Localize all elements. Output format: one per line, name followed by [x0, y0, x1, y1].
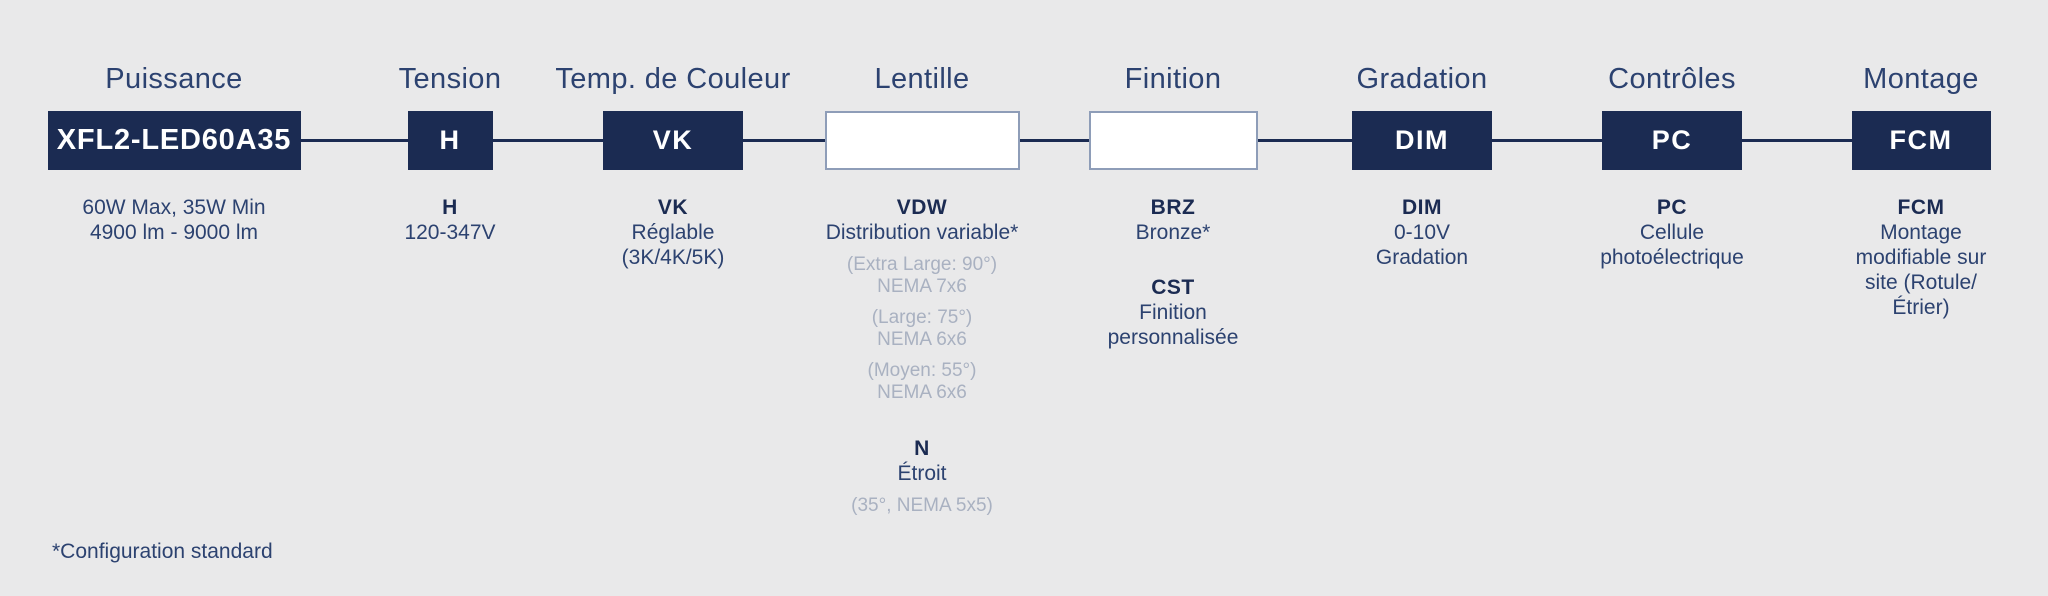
- variant-line: (Large: 75°): [871, 307, 973, 328]
- option-code: BRZ: [1150, 196, 1196, 219]
- standard-configuration-footnote: *Configuration standard: [52, 540, 273, 563]
- gradation-details: DIM 0-10V Gradation: [1322, 195, 1522, 270]
- spec-line: site (Rotule/: [1864, 271, 1978, 294]
- puissance-code-box: XFL2-LED60A35: [47, 111, 301, 170]
- option-entry: H 120-347V: [350, 195, 550, 245]
- puissance-details: 60W Max, 35W Min 4900 lm - 9000 lm: [24, 195, 324, 245]
- column-puissance: Puissance XFL2-LED60A35 60W Max, 35W Min…: [24, 62, 324, 245]
- controles-code-label: PC: [1651, 125, 1693, 155]
- spec-line: 60W Max, 35W Min: [82, 196, 266, 219]
- option-code: DIM: [1402, 196, 1442, 219]
- spec-line: modifiable sur: [1855, 246, 1987, 269]
- variant-line: NEMA 7x6: [877, 276, 967, 297]
- column-header-tension: Tension: [398, 63, 502, 95]
- temp-couleur-code-box: VK: [603, 111, 743, 170]
- tension-code-box: H: [407, 111, 493, 170]
- spec-line: Bronze*: [1135, 221, 1211, 244]
- spec-line: Étrier): [1892, 296, 1950, 319]
- variant-line: NEMA 6x6: [877, 382, 967, 403]
- option-entry: 60W Max, 35W Min 4900 lm - 9000 lm: [24, 195, 324, 245]
- spec-line: 120-347V: [404, 221, 496, 244]
- lentille-details: VDW Distribution variable* (Extra Large:…: [772, 195, 1072, 517]
- option-variant: (Large: 75°) NEMA 6x6: [772, 307, 1072, 351]
- spec-line: Distribution variable*: [825, 221, 1019, 244]
- variant-line: NEMA 6x6: [877, 329, 967, 350]
- option-variant: (Moyen: 55°) NEMA 6x6: [772, 360, 1072, 404]
- temp-couleur-code-label: VK: [652, 125, 694, 155]
- option-variant: (Extra Large: 90°) NEMA 7x6: [772, 254, 1072, 298]
- option-variant: (35°, NEMA 5x5): [772, 495, 1072, 517]
- spec-line: 4900 lm - 9000 lm: [89, 221, 259, 244]
- spec-line: Étroit: [897, 462, 947, 485]
- finition-selection-box: [1088, 111, 1258, 170]
- column-gradation: Gradation DIM DIM 0-10V Gradation: [1322, 62, 1522, 270]
- column-header-puissance: Puissance: [105, 63, 243, 95]
- temp-couleur-details: VK Réglable (3K/4K/5K): [543, 195, 803, 270]
- montage-details: FCM Montage modifiable sur site (Rotule/…: [1821, 195, 2021, 320]
- gradation-code-box: DIM: [1352, 111, 1492, 170]
- spec-line: Montage: [1880, 221, 1962, 244]
- option-code: PC: [1656, 196, 1688, 219]
- option-entry: BRZ Bronze*: [1053, 195, 1293, 245]
- option-entry: VK Réglable (3K/4K/5K): [543, 195, 803, 270]
- option-code: N: [914, 437, 930, 460]
- spec-line: photoélectrique: [1600, 246, 1744, 269]
- gradation-code-label: DIM: [1395, 125, 1449, 155]
- controles-details: PC Cellule photoélectrique: [1552, 195, 1792, 270]
- tension-details: H 120-347V: [350, 195, 550, 245]
- column-finition: Finition BRZ Bronze* CST Finition person…: [1053, 62, 1293, 350]
- spec-line: Réglable: [631, 221, 715, 244]
- variant-line: (35°, NEMA 5x5): [851, 495, 993, 516]
- option-code: FCM: [1897, 196, 1945, 219]
- option-entry: FCM Montage modifiable sur site (Rotule/…: [1821, 195, 2021, 320]
- option-code: VDW: [896, 196, 948, 219]
- option-code: CST: [1151, 276, 1195, 299]
- column-header-montage: Montage: [1863, 63, 1979, 95]
- connector-line: [174, 139, 1921, 142]
- option-code: VK: [657, 196, 689, 219]
- finition-details: BRZ Bronze* CST Finition personnalisée: [1053, 195, 1293, 350]
- lentille-selection-box: [824, 111, 1020, 170]
- column-tension: Tension H H 120-347V: [350, 62, 550, 245]
- column-header-gradation: Gradation: [1356, 63, 1488, 95]
- column-header-finition: Finition: [1124, 63, 1222, 95]
- spec-line: 0-10V: [1393, 221, 1451, 244]
- variant-line: (Extra Large: 90°): [846, 254, 998, 275]
- column-montage: Montage FCM FCM Montage modifiable sur s…: [1821, 62, 2021, 320]
- option-entry: DIM 0-10V Gradation: [1322, 195, 1522, 270]
- option-entry: VDW Distribution variable* (Extra Large:…: [772, 195, 1072, 404]
- variant-line: (Moyen: 55°): [867, 360, 977, 381]
- controles-code-box: PC: [1602, 111, 1742, 170]
- spec-line: Finition: [1139, 301, 1207, 324]
- montage-code-label: FCM: [1889, 125, 1953, 155]
- spec-line: (3K/4K/5K): [621, 246, 725, 269]
- column-header-controles: Contrôles: [1608, 63, 1736, 95]
- column-header-temp-de-couleur: Temp. de Couleur: [555, 63, 791, 95]
- column-temp-de-couleur: Temp. de Couleur VK VK Réglable (3K/4K/5…: [543, 62, 803, 270]
- montage-code-box: FCM: [1851, 111, 1991, 170]
- spec-line: personnalisée: [1107, 326, 1239, 349]
- option-entry: CST Finition personnalisée: [1053, 275, 1293, 350]
- spec-line: Gradation: [1375, 246, 1469, 269]
- column-controles: Contrôles PC PC Cellule photoélectrique: [1552, 62, 1792, 270]
- model-code-label: XFL2-LED60A35: [56, 124, 292, 156]
- option-entry: N Étroit (35°, NEMA 5x5): [772, 436, 1072, 517]
- column-lentille: Lentille VDW Distribution variable* (Ext…: [772, 62, 1072, 517]
- option-entry: PC Cellule photoélectrique: [1552, 195, 1792, 270]
- option-code: H: [442, 196, 458, 219]
- column-header-lentille: Lentille: [874, 63, 970, 95]
- spec-line: Cellule: [1639, 221, 1705, 244]
- tension-code-label: H: [439, 125, 461, 155]
